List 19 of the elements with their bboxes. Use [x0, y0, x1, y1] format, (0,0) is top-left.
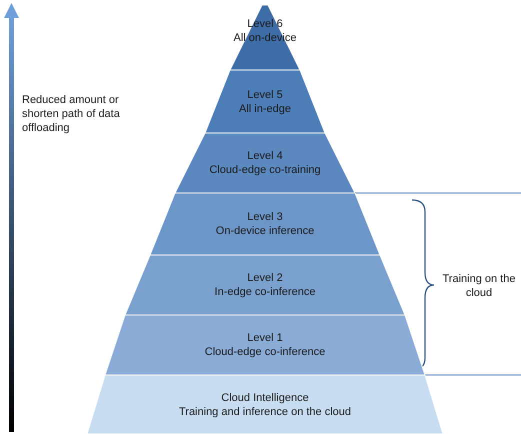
pyramid-level: [150, 193, 380, 255]
level-title: Level 4: [246, 149, 284, 163]
arrow-caption: Reduced amount or shorten path of data offloading: [22, 93, 121, 135]
pyramid-level: [125, 255, 405, 315]
level-title: Level 1: [246, 331, 284, 345]
level-description: All in-edge: [238, 102, 292, 116]
level-description: In-edge co-inference: [214, 285, 316, 299]
level-title: Cloud Intelligence: [220, 390, 310, 404]
level-title: Level 3: [246, 210, 284, 224]
level-title: Level 2: [246, 271, 284, 285]
bracket-label: Training on the cloud: [442, 272, 516, 300]
pyramid-level: [175, 133, 355, 193]
level-description: Training and inference on the cloud: [178, 404, 352, 418]
level-description: Cloud-edge co-inference: [204, 345, 326, 359]
level-description: On-device inference: [214, 224, 316, 238]
level-title: Level 5: [246, 88, 284, 102]
pyramid-level: [87, 375, 443, 434]
level-description: Cloud-edge co-training: [208, 163, 322, 177]
pyramid-level: [105, 315, 425, 375]
